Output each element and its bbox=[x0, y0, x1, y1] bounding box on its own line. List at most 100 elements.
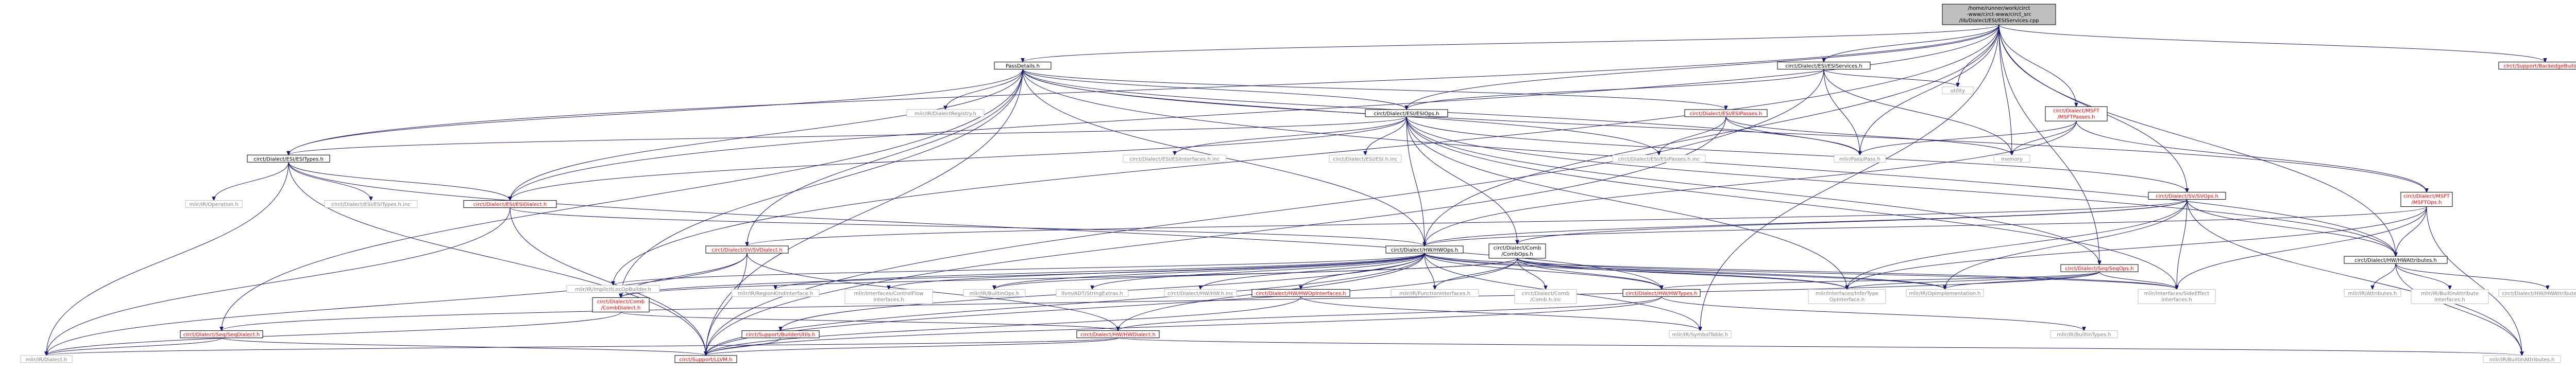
edge-arrowhead bbox=[2010, 151, 2014, 156]
node-box bbox=[1993, 154, 2030, 163]
node-hwopinterfaces[interactable]: circt/Dialect/HW/HWOpInterfaces.h bbox=[1251, 289, 1350, 297]
edge-root-to-passdetails bbox=[1022, 24, 1999, 62]
node-box bbox=[1329, 154, 1402, 163]
node-builderutils[interactable]: circt/Support/BuilderUtils.h bbox=[741, 330, 820, 339]
node-msftpasses[interactable]: circt/Dialect/MSFT/MSFTPasses.h bbox=[2045, 106, 2108, 121]
node-label: mlir/Interfaces/SideEffect bbox=[2144, 291, 2210, 296]
edge-hwtypes-to-builtintypes bbox=[1661, 296, 2084, 331]
edge-esiops-to-hwattributes bbox=[1406, 116, 2396, 257]
node-label: /CombOps.h bbox=[1501, 252, 1533, 257]
edge-combops-to-opimpl bbox=[1517, 258, 1945, 290]
edge-esiops-to-esihinc bbox=[1365, 116, 1407, 155]
edge-arrowhead bbox=[1659, 285, 1664, 290]
node-label: Interfaces.h bbox=[2434, 297, 2465, 303]
node-seqops[interactable]: circt/Dialect/Seq/SeqOps.h bbox=[2060, 264, 2139, 272]
node-backedgebuilder[interactable]: circt/Support/BackedgeBuilder.h bbox=[2498, 62, 2576, 69]
edge-arrowhead bbox=[2082, 327, 2086, 331]
node-label: OpInterface.h bbox=[1829, 297, 1865, 303]
node-functioninterfaces: mlir/IR/FunctionInterfaces.h bbox=[1391, 289, 1479, 297]
node-svdialect[interactable]: circt/Dialect/SV/SVDialect.h bbox=[705, 245, 789, 254]
node-esiops[interactable]: circt/Dialect/ESI/ESIOps.h bbox=[1365, 109, 1448, 117]
node-label: mlir/IR/DialectRegistry.h bbox=[914, 111, 976, 117]
edge-hwtypes-to-llvmh bbox=[705, 296, 1662, 356]
node-hwops[interactable]: circt/Dialect/HW/HWOps.h bbox=[1385, 245, 1464, 254]
node-label: circt/Dialect/ESI/ESIDialect.h bbox=[473, 202, 547, 208]
node-box bbox=[180, 330, 263, 339]
node-esiservices[interactable]: circt/Dialect/ESI/ESIServices.h bbox=[1777, 62, 1871, 69]
edge-svops-to-opimpl bbox=[1944, 199, 2188, 290]
edge-arrowhead bbox=[745, 242, 749, 247]
edge-arrowhead bbox=[1544, 285, 1548, 290]
node-label: circt/Support/BuilderUtils.h bbox=[746, 332, 816, 338]
node-box bbox=[1076, 330, 1160, 339]
node-label: mlir/IR/BuiltinAttributes.h bbox=[2489, 357, 2555, 363]
node-llvmh[interactable]: circt/Support/LLVM.h bbox=[674, 355, 737, 363]
node-label: mlir/Pass/Pass.h bbox=[1839, 156, 1880, 162]
edge-passdetails-to-svdialect bbox=[747, 69, 1023, 246]
node-hwattributes[interactable]: circt/Dialect/HW/HWAttributes.h bbox=[2344, 256, 2448, 264]
node-box bbox=[2411, 289, 2489, 304]
node-root[interactable]: /home/runner/work/circt-www/circt-www/ci… bbox=[1942, 4, 2056, 25]
edge-hwops-to-regionkind bbox=[775, 253, 1425, 290]
edge-arrowhead bbox=[2074, 102, 2078, 108]
node-box bbox=[2344, 256, 2448, 264]
node-box bbox=[741, 330, 820, 339]
edge-hwattributes-to-builtinattrinterfaces bbox=[2395, 263, 2450, 290]
node-label: llvm/ADT/StringExtras.h bbox=[1061, 291, 1123, 296]
node-label: /lib/Dialect/ESI/ESIServices.cpp bbox=[1959, 18, 2039, 24]
node-seqdialect[interactable]: circt/Dialect/Seq/SeqDialect.h bbox=[180, 330, 263, 339]
node-box bbox=[2060, 264, 2139, 272]
node-mlirdialect: mlir/IR/Dialect.h bbox=[20, 355, 73, 363]
node-mlirattributes: mlir/IR/Attributes.h bbox=[2344, 289, 2401, 297]
edge-root-to-mlirpass bbox=[1859, 25, 1999, 155]
edge-hwopinterfaces-to-symboltable bbox=[1300, 296, 1701, 331]
edge-root-to-seqops bbox=[1998, 25, 2100, 265]
node-msftops[interactable]: circt/Dialect/MSFT/MSFTOps.h bbox=[2400, 192, 2453, 207]
edge-svops-to-sideeffect bbox=[2176, 199, 2188, 290]
node-box bbox=[1123, 154, 1227, 163]
edge-arrowhead bbox=[2394, 252, 2398, 257]
edge-passdetails-to-combdialect bbox=[620, 69, 1023, 298]
node-esidialect[interactable]: circt/Dialect/ESI/ESIDialect.h bbox=[463, 200, 557, 208]
edge-esiservices-to-memory bbox=[1823, 69, 2012, 155]
node-operation: mlir/IR/Operation.h bbox=[185, 200, 243, 208]
node-box bbox=[1514, 289, 1577, 304]
node-builtinattributes: mlir/IR/BuiltinAttributes.h bbox=[2483, 355, 2561, 363]
node-label: /MSFTPasses.h bbox=[2057, 114, 2095, 120]
edge-hwopinterfaces-to-llvmh bbox=[705, 296, 1301, 356]
node-box bbox=[1385, 245, 1464, 254]
edge-combops-to-hwtypes bbox=[1517, 258, 1662, 290]
node-label: utility bbox=[1951, 88, 1965, 94]
node-combinc: circt/Dialect/Comb/Comb.h.inc bbox=[1514, 289, 1577, 304]
edge-seqops-to-infertype bbox=[1846, 271, 2100, 290]
node-svops[interactable]: circt/Dialect/SV/SVOps.h bbox=[2148, 192, 2226, 200]
edge-arrowhead bbox=[619, 293, 623, 298]
edge-passdetails-to-esiops bbox=[1022, 69, 1407, 110]
node-label: /MSFTOps.h bbox=[2412, 200, 2442, 206]
edge-esitypes-to-hwtypes bbox=[288, 162, 1662, 290]
node-esitypes[interactable]: circt/Dialect/ESI/ESITypes.h bbox=[247, 154, 330, 163]
node-symboltable: mlir/IR/SymbolTable.h bbox=[1669, 330, 1732, 339]
node-hwdialect[interactable]: circt/Dialect/HW/HWDialect.h bbox=[1076, 330, 1160, 339]
edge-arrowhead bbox=[1943, 285, 1947, 290]
node-label: circt/Dialect/MSFT bbox=[2403, 194, 2450, 200]
node-box bbox=[674, 355, 737, 363]
node-box bbox=[1365, 109, 1448, 117]
node-combdialect[interactable]: circt/Dialect/Comb/CombDialect.h bbox=[592, 297, 650, 312]
node-box bbox=[1906, 289, 1984, 297]
node-hwtypes[interactable]: circt/Dialect/HW/HWTypes.h bbox=[1622, 289, 1701, 297]
node-passdetails[interactable]: PassDetails.h bbox=[994, 62, 1052, 69]
edge-passdetails-to-seqdialect bbox=[221, 69, 1023, 331]
node-combops[interactable]: circt/Dialect/Comb/CombOps.h bbox=[1488, 243, 1546, 259]
edge-passdetails-to-esitypes bbox=[288, 69, 1023, 155]
node-esipasses[interactable]: circt/Dialect/ESI/ESIPasses.h bbox=[1684, 109, 1768, 117]
edge-esidialect-to-hwops bbox=[510, 207, 1425, 246]
node-label: circt/Dialect/HW/HWAttributes.h bbox=[2354, 258, 2437, 263]
edge-esiservices-to-esiops bbox=[1406, 69, 1824, 110]
node-label: mlir/IR/BuiltinTypes.h bbox=[2057, 332, 2111, 338]
edge-arrowhead bbox=[2425, 188, 2429, 193]
edge-passdetails-to-esipasses bbox=[1022, 69, 1726, 110]
edge-msftops-to-hwattributes bbox=[2395, 206, 2427, 257]
edge-arrowhead bbox=[2546, 285, 2550, 290]
